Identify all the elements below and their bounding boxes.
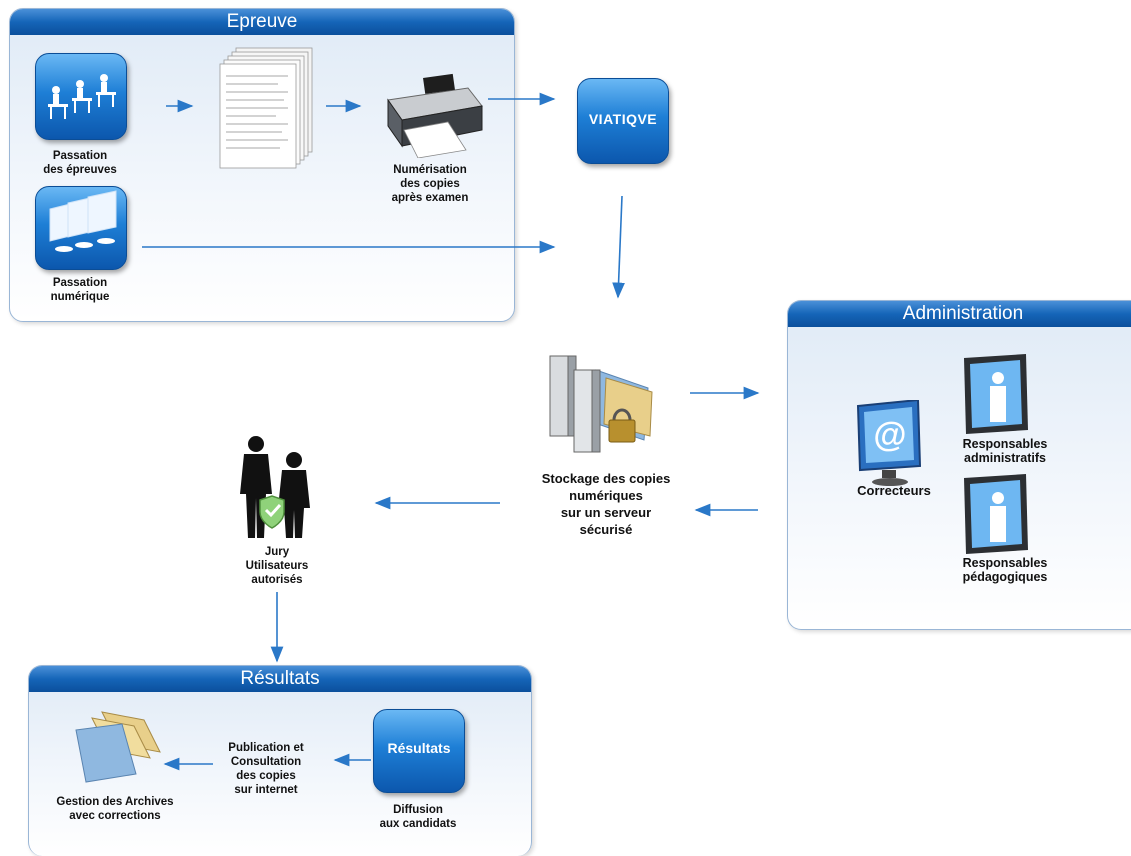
arrow-viatique-to-stockage — [612, 195, 625, 299]
viatique-logo-tile: VIATIQVE — [577, 78, 669, 164]
svg-text:@: @ — [873, 416, 906, 454]
administration-panel-title: Administration — [788, 301, 1131, 327]
paper-copies-icon — [218, 46, 318, 170]
secure-server-icon — [548, 348, 658, 458]
jury-label: Jury Utilisateurs autorisés — [245, 546, 309, 586]
passation-numerique-label: Passation numérique — [50, 277, 110, 303]
scanner-printer-icon — [378, 70, 484, 159]
responsables-admin-screen-icon — [960, 354, 1034, 438]
responsables-admin-label: Responsables administratifs — [962, 437, 1048, 465]
archive-folders-icon — [72, 708, 164, 788]
responsables-peda-screen-icon — [960, 474, 1034, 558]
passation-epreuves-label: Passation des épreuves — [43, 150, 117, 176]
responsables-peda-label: Responsables pédagogiques — [962, 556, 1048, 584]
viatique-logo-text: VIATIQVE — [588, 111, 658, 127]
computer-screens-icon — [49, 190, 117, 252]
correcteurs-label: Correcteurs — [857, 483, 931, 498]
jury-people-icon — [236, 432, 316, 542]
diffusion-resultats-tile: Résultats — [373, 709, 465, 793]
administration-panel: Administration — [787, 300, 1131, 630]
passation-numerique-icon — [35, 186, 127, 270]
passation-epreuves-icon — [35, 53, 127, 140]
gestion-archives-label: Gestion des Archives avec corrections — [56, 796, 174, 822]
stockage-label: Stockage des copies numériques sur un se… — [541, 471, 671, 537]
classroom-desks-icon — [48, 74, 116, 119]
numerisation-label: Numérisation des copies après examen — [391, 164, 469, 204]
publication-label: Publication et Consultation des copies s… — [228, 742, 304, 796]
resultats-panel-title: Résultats — [29, 666, 531, 692]
diffusion-tile-text: Résultats — [387, 740, 451, 756]
epreuve-panel-title: Epreuve — [10, 9, 514, 35]
diffusion-label: Diffusion aux candidats — [379, 804, 457, 830]
correcteurs-email-screen-icon: @ — [852, 398, 932, 492]
